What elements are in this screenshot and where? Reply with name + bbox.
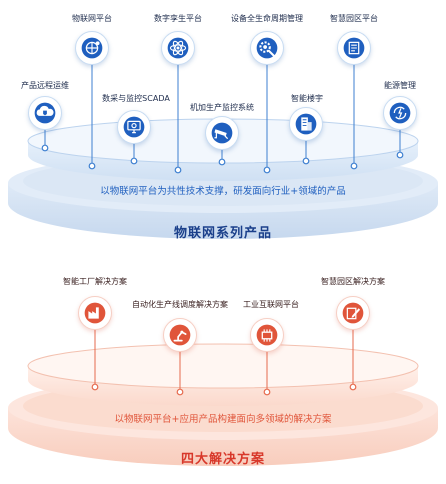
- label-smart-factory: 智能工厂解决方案: [63, 277, 127, 286]
- monitor-gear-icon: [117, 110, 151, 144]
- cctv-camera-icon: [205, 116, 239, 150]
- factory-icon: [78, 296, 112, 330]
- label-energy-management: 能源管理: [384, 81, 416, 90]
- red-platform-top: [27, 343, 419, 406]
- top-slogan: 以物联网平台为共性技术支撑，研发面向行业+领域的产品: [100, 186, 346, 197]
- label-smart-park-solution: 智慧园区解决方案: [321, 277, 385, 286]
- bottom-title: 四大解决方案: [180, 452, 265, 467]
- label-industrial-internet: 工业互联网平台: [243, 300, 299, 309]
- label-machining-monitor: 机加生产监控系统: [190, 103, 254, 112]
- globe-network-icon: [75, 31, 109, 65]
- blue-connector-dots: [41, 144, 404, 174]
- atom-icon: [161, 31, 195, 65]
- label-digital-twin: 数字孪生平台: [154, 14, 202, 23]
- red-connector-dots: [91, 383, 357, 396]
- label-production-line: 自动化生产线调度解决方案: [132, 300, 228, 309]
- red-connector-lines: [94, 330, 354, 392]
- cloud-shield-icon: [28, 96, 62, 130]
- robot-arm-icon: [163, 318, 197, 352]
- top-title: 物联网系列产品: [173, 226, 272, 241]
- label-smart-park-platform: 智慧园区平台: [330, 14, 378, 23]
- gear-wrench-icon: [250, 31, 284, 65]
- label-remote-maintenance: 产品远程运维: [21, 81, 69, 90]
- bottom-slogan: 以物联网平台+应用产品构建面向多领域的解决方案: [114, 414, 332, 425]
- building-doc-icon: [337, 31, 371, 65]
- edit-pen-icon: [336, 296, 370, 330]
- energy-recycle-icon: [383, 96, 417, 130]
- circuit-chip-icon: [250, 318, 284, 352]
- label-device-lifecycle: 设备全生命周期管理: [231, 14, 303, 23]
- label-scada: 数采与监控SCADA: [102, 94, 170, 103]
- label-iot-platform: 物联网平台: [72, 14, 112, 23]
- label-smart-building: 智能楼宇: [291, 94, 323, 103]
- office-building-icon: [289, 107, 323, 141]
